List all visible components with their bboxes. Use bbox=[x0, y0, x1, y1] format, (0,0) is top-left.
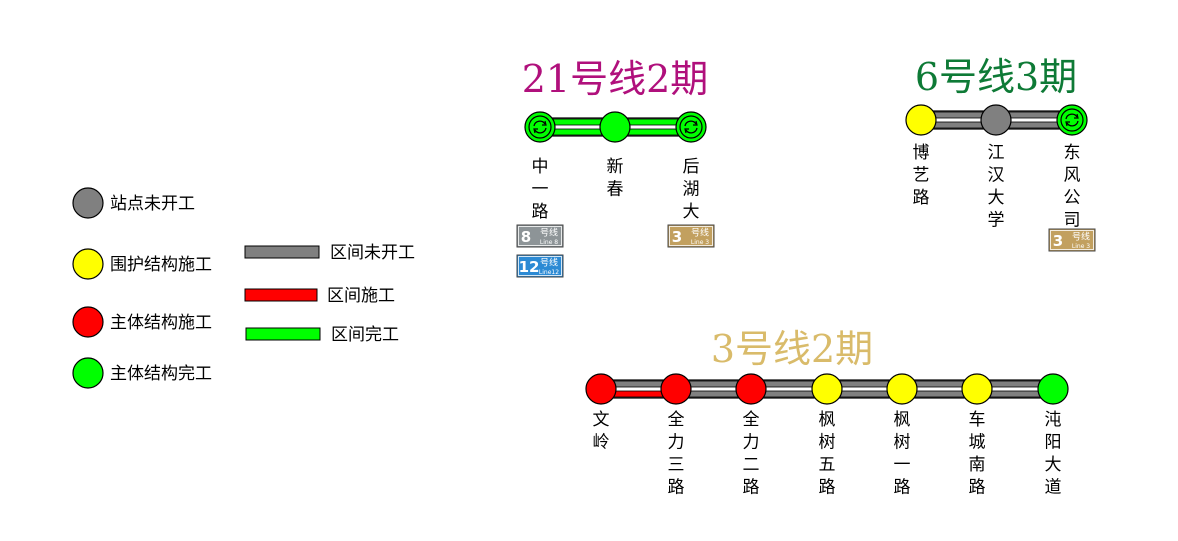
station-name: 博艺路 bbox=[913, 143, 930, 208]
interchange-icon bbox=[1060, 108, 1084, 132]
legend-section-label: 区间施工 bbox=[327, 286, 395, 306]
station-marker-green bbox=[599, 111, 631, 143]
station-marker-green bbox=[1037, 373, 1069, 405]
legend-section-label: 区间未开工 bbox=[330, 243, 415, 263]
line-title: 6号线3期 bbox=[915, 55, 1077, 99]
station-marker-yellow bbox=[811, 373, 843, 405]
badge-line-cn: 号线 bbox=[691, 227, 709, 239]
station-name: 新春 bbox=[607, 157, 624, 200]
badge-line-en: Line 3 bbox=[1072, 243, 1090, 250]
badge-line-en: Line 8 bbox=[540, 239, 558, 246]
badge-line-number: 3 bbox=[672, 228, 682, 246]
badge-line-cn: 号线 bbox=[540, 227, 558, 239]
legend-station-swatch-green bbox=[72, 357, 104, 389]
station-name: 全力三路 bbox=[668, 410, 685, 498]
badge-line-cn: 号线 bbox=[1072, 231, 1090, 243]
station-name: 文岭 bbox=[593, 410, 610, 453]
legend-station-swatch-red bbox=[72, 306, 104, 338]
legend-section-swatch-green bbox=[245, 327, 321, 341]
legend-station-swatch-yellow bbox=[72, 248, 104, 280]
legend-section-swatch-red bbox=[244, 288, 318, 302]
legend-station-label: 主体结构施工 bbox=[110, 313, 212, 333]
badge-line-number: 12 bbox=[519, 258, 540, 276]
station-name: 车城南路 bbox=[969, 410, 986, 498]
line-title: 21号线2期 bbox=[522, 57, 709, 101]
badge-line-number: 3 bbox=[1053, 232, 1063, 250]
legend-station-swatch-grey bbox=[72, 187, 104, 219]
station-marker-red bbox=[735, 373, 767, 405]
station-name: 沌阳大道 bbox=[1045, 410, 1062, 498]
station-marker-yellow bbox=[905, 104, 937, 136]
legend-station-label: 主体结构完工 bbox=[110, 364, 212, 384]
station-name: 江汉大学 bbox=[988, 143, 1005, 231]
station-marker-red bbox=[660, 373, 692, 405]
interchange-icon bbox=[679, 115, 703, 139]
station-name: 中一路 bbox=[532, 157, 549, 222]
legend-station-label: 围护结构施工 bbox=[110, 255, 212, 275]
interchange-icon bbox=[528, 115, 552, 139]
station-marker-grey bbox=[980, 104, 1012, 136]
badge-line-en: Line 3 bbox=[691, 239, 709, 246]
station-marker-red bbox=[585, 373, 617, 405]
badge-line-cn: 号线 bbox=[540, 257, 558, 269]
station-name: 枫树五路 bbox=[819, 410, 836, 498]
badge-line-en: Line12 bbox=[539, 269, 559, 276]
station-marker-yellow bbox=[961, 373, 993, 405]
badge-line-number: 8 bbox=[521, 228, 531, 246]
legend-station-label: 站点未开工 bbox=[110, 194, 195, 214]
station-name: 枫树一路 bbox=[894, 410, 911, 498]
line-title: 3号线2期 bbox=[711, 327, 873, 371]
station-name: 东风公司 bbox=[1064, 143, 1081, 231]
station-name: 全力二路 bbox=[743, 410, 760, 498]
legend-section-label: 区间完工 bbox=[331, 325, 399, 345]
station-marker-yellow bbox=[886, 373, 918, 405]
legend-section-swatch-grey bbox=[244, 245, 320, 259]
